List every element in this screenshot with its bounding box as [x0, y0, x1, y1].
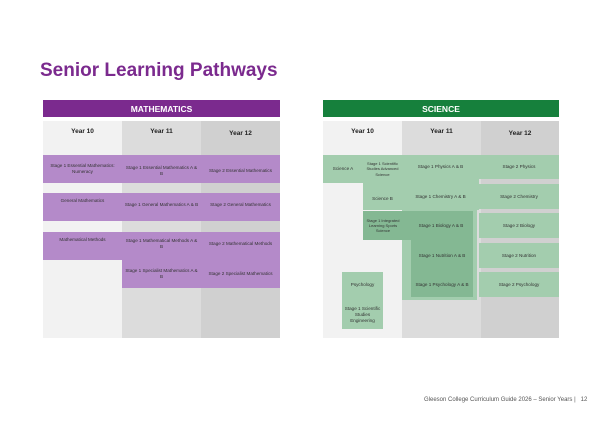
page-title: Senior Learning Pathways [40, 60, 278, 81]
math-col-year11 [122, 121, 201, 338]
science-cell: Stage 1 Scientific Studies Advanced Scie… [366, 161, 399, 177]
science-cell: Stage 1 Scientific Studies Engineering [344, 306, 381, 323]
math-year11-label: Year 11 [150, 127, 173, 135]
math-cell: Stage 2 Specialist Mathematics [208, 271, 273, 277]
math-row-methods [43, 232, 280, 260]
math-col-year10 [43, 121, 122, 338]
science-cell: Stage 2 Chemistry [500, 193, 538, 199]
science-year10-label: Year 10 [351, 127, 374, 135]
math-col-year12 [201, 121, 280, 338]
science-year12-label: Year 12 [508, 129, 532, 137]
math-cell: Stage 2 Mathematical Methods [208, 241, 273, 247]
math-year10-label: Year 10 [71, 127, 94, 135]
science-cell: Stage 2 Physics [502, 164, 536, 170]
math-row-general [43, 193, 280, 221]
math-cell: Stage 1 Essential Mathematics: Numeracy [50, 163, 115, 174]
science-block-b [363, 183, 479, 210]
math-row-essential [43, 155, 280, 183]
science-block-dark [363, 211, 473, 240]
science-header: SCIENCE [323, 100, 559, 117]
science-year11-label: Year 11 [430, 127, 453, 135]
math-year12-label: Year 12 [229, 129, 252, 137]
math-cell: Stage 1 Mathematical Methods A & B [125, 238, 198, 249]
science-cell: Stage 2 Biology [502, 222, 536, 228]
math-row-specialist [122, 260, 280, 288]
science-y12-physics [479, 155, 559, 179]
math-cell: Mathematical Methods [59, 237, 106, 243]
science-cell: Science A [332, 166, 354, 172]
science-cell: Stage 1 Nutrition A & B [418, 252, 466, 258]
science-y12-nutrition [479, 243, 559, 268]
math-cell: General Mathematics [60, 198, 105, 204]
math-cell: Stage 1 General Mathematics A & B [124, 202, 199, 208]
science-cell: Stage 1 Physics A & B [417, 164, 464, 170]
science-cell: Stage 1 Integrated Learning Sports Scien… [366, 217, 400, 234]
science-cell: Stage 1 Chemistry A & B [415, 193, 466, 199]
math-cell: Stage 2 General Mathematics [210, 202, 271, 208]
math-cell: Stage 2 Essential Mathematics [208, 168, 273, 174]
footer-text: Gleeson College Curriculum Guide 2026 – … [424, 397, 576, 403]
science-cell: Stage 1 Biology A & B [418, 222, 464, 228]
page-number: 12 [580, 397, 588, 403]
science-block-a [323, 155, 479, 183]
science-y12-psychology [479, 272, 559, 297]
footer: Gleeson College Curriculum Guide 2026 – … [424, 397, 587, 403]
science-cell: Stage 2 Psychology [498, 281, 540, 287]
math-cell: Stage 1 Essential Mathematics A & B [125, 165, 198, 176]
math-header: MATHEMATICS [43, 100, 280, 117]
science-cell: Stage 1 Psychology A & B [415, 281, 469, 287]
science-block-dark [411, 240, 473, 297]
science-cell: Stage 2 Nutrition [501, 252, 537, 258]
science-cell: Science B [372, 195, 393, 201]
science-y12-biology [479, 213, 559, 238]
science-cell: Psychology [350, 282, 375, 288]
science-y10-psychology-box [342, 272, 383, 329]
math-cell: Stage 1 Specialist Mathematics A & B [125, 268, 198, 279]
science-y12-chemistry [479, 184, 559, 209]
